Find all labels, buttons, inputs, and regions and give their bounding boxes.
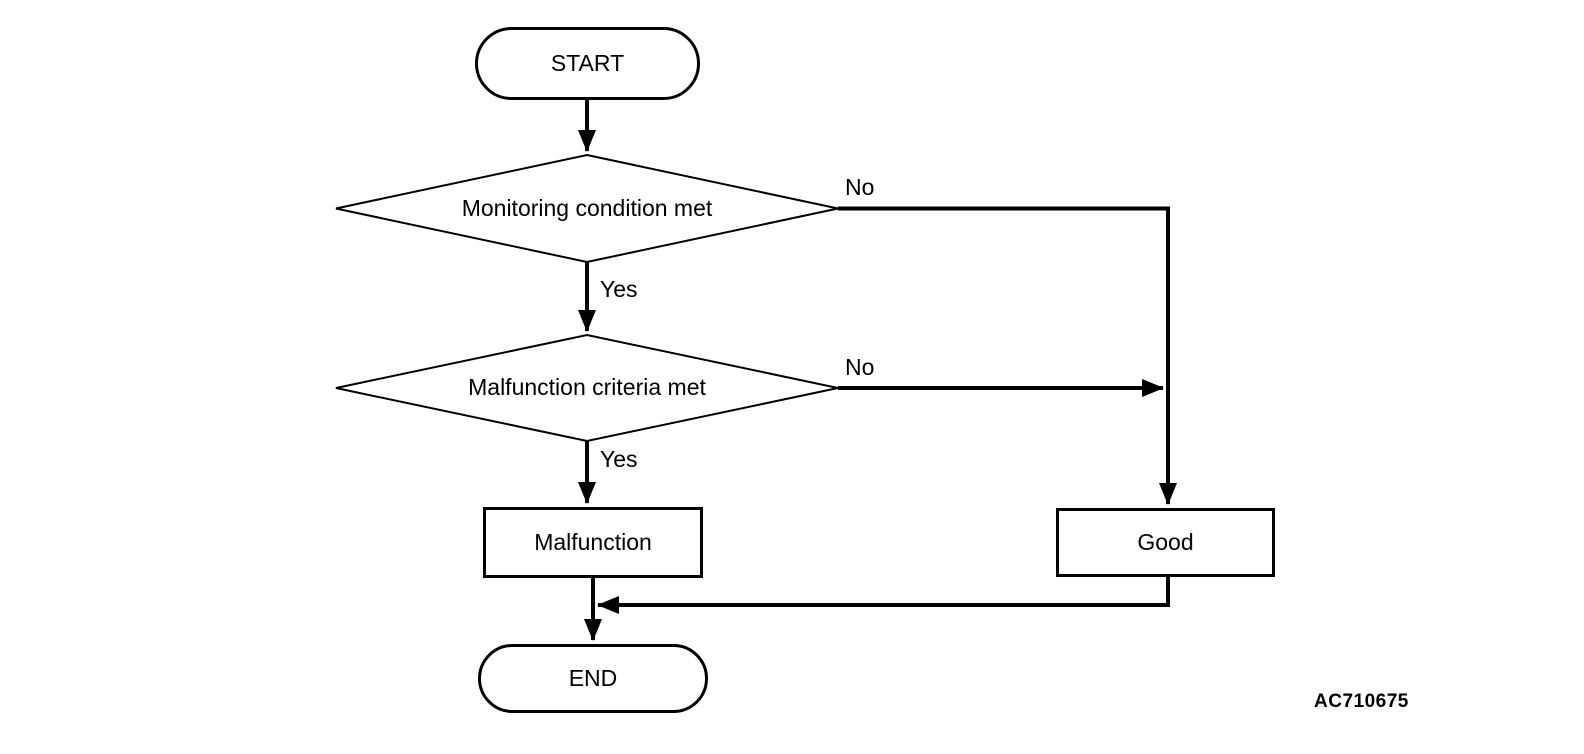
node-monitoring-label: Monitoring condition met <box>461 195 713 221</box>
node-start: START <box>475 27 700 100</box>
node-good: Good <box>1056 508 1275 577</box>
edge-monitoring-no-label: No <box>845 174 875 200</box>
node-end-label: END <box>568 665 618 691</box>
node-criteria-label: Malfunction criteria met <box>468 374 706 400</box>
node-malfunction-label: Malfunction <box>534 529 652 555</box>
node-end: END <box>478 644 708 713</box>
node-start-label: START <box>550 50 625 76</box>
node-malfunction: Malfunction <box>483 507 703 578</box>
edge-monitoring-no-to-good <box>838 206 1177 505</box>
edge-criteria-no-label: No <box>845 354 875 380</box>
edge-good-to-end-junction <box>597 577 1170 614</box>
figure-code: AC710675 <box>1314 691 1409 712</box>
node-good-label: Good <box>1137 529 1194 555</box>
edge-monitoring-yes-label: Yes <box>600 276 638 302</box>
edge-criteria-yes-label: Yes <box>600 446 638 472</box>
